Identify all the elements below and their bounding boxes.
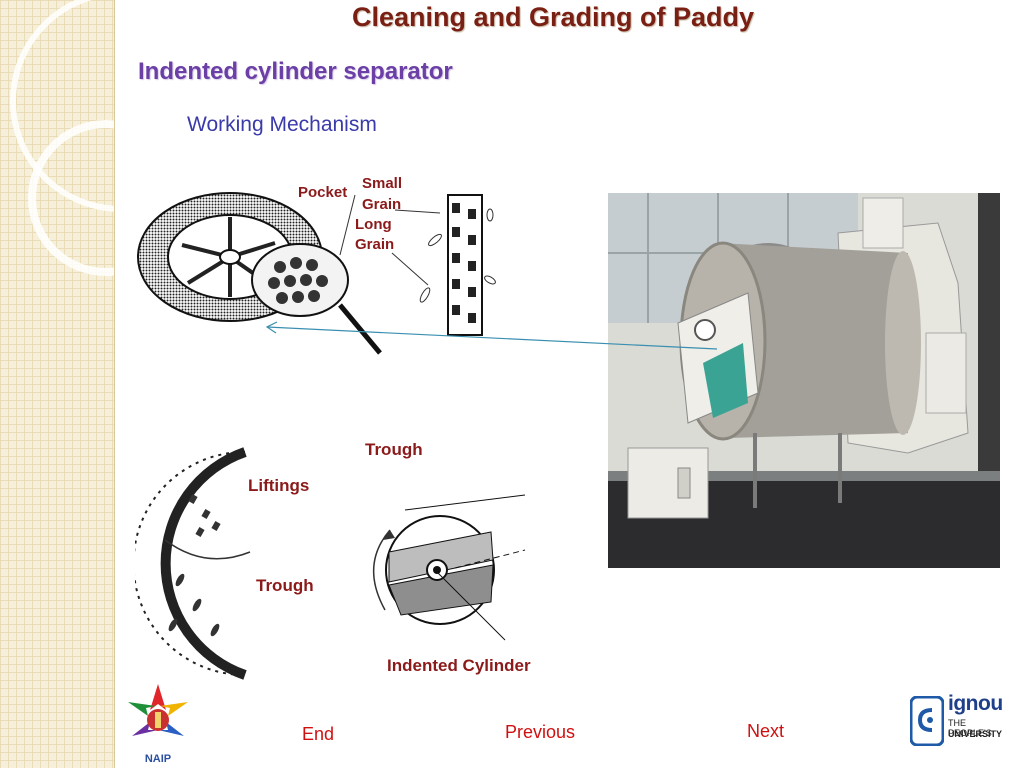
drum-pocket-diagram	[137, 192, 496, 355]
label-indented-cylinder: Indented Cylinder	[387, 656, 531, 675]
indented-cylinder-diagram	[373, 494, 526, 641]
ignou-tagline-2: UNIVERSITY	[948, 729, 1003, 739]
label-long: Long	[355, 216, 392, 233]
label-small: Small	[362, 175, 403, 192]
next-link[interactable]: Next	[747, 721, 785, 741]
ignou-emblem-icon	[910, 696, 944, 746]
naip-emblem-icon	[128, 684, 188, 736]
label-trough-left: Trough	[256, 576, 314, 595]
machine-photo	[608, 193, 1000, 568]
ignou-logo: ignou THE PEOPLE'S UNIVERSITY	[910, 692, 1010, 752]
label-grain-1: Grain	[362, 196, 402, 213]
naip-logo-text: NAIP	[144, 753, 172, 765]
section-heading: Working Mechanism	[187, 113, 377, 136]
connector-arrow	[265, 321, 718, 350]
liftings-diagram	[135, 447, 251, 680]
machine-photo-illustration	[608, 193, 1000, 568]
label-pocket: Pocket	[298, 184, 348, 201]
label-liftings: Liftings	[248, 476, 310, 495]
ignou-name: ignou	[948, 692, 1003, 715]
left-decor-strip	[0, 0, 115, 768]
naip-logo: NAIP	[118, 682, 198, 766]
ignou-tagline-1: THE PEOPLE'S	[948, 718, 992, 738]
previous-link[interactable]: Previous	[505, 722, 576, 742]
slide-title: Cleaning and Grading of Paddy	[352, 2, 755, 32]
end-link[interactable]: End	[302, 724, 335, 744]
label-trough-top: Trough	[365, 440, 423, 459]
label-grain-2: Grain	[355, 236, 395, 253]
slide-subtitle: Indented cylinder separator	[138, 58, 453, 85]
